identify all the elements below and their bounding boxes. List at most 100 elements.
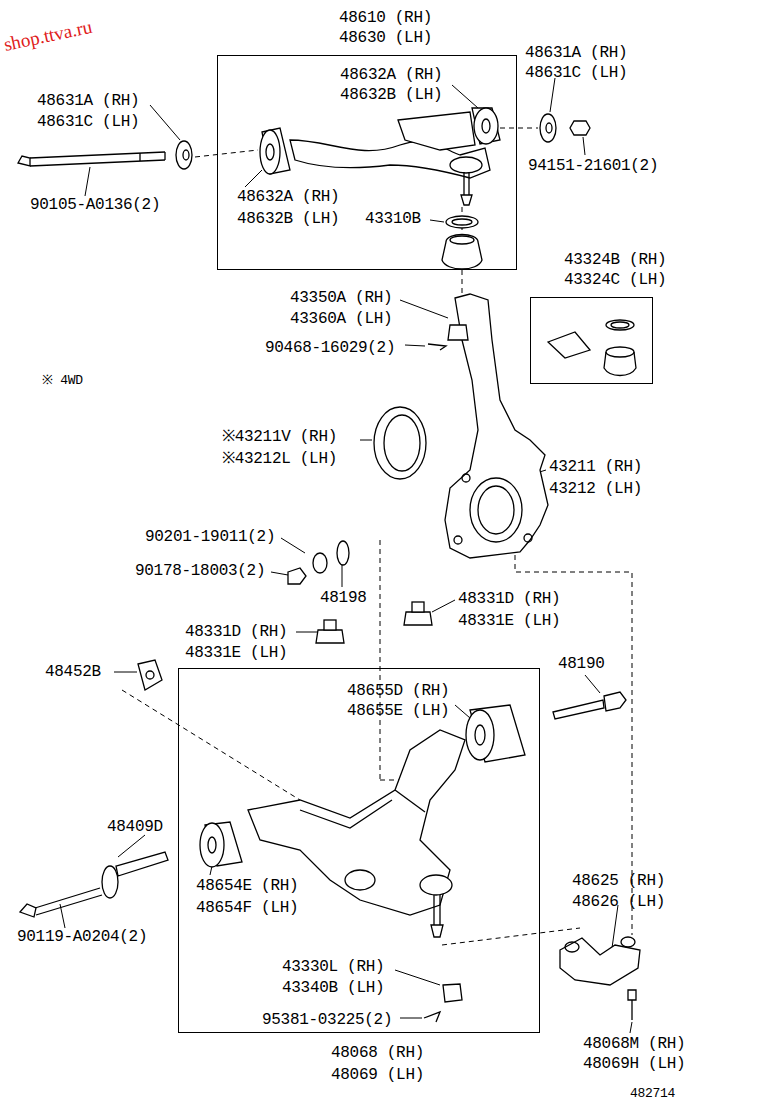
bushing bbox=[208, 837, 216, 853]
leader-line bbox=[430, 220, 444, 222]
upper-arm bbox=[463, 172, 464, 195]
assembly-number: 48630 (LH) bbox=[339, 29, 432, 47]
part-number: 90201-19011(2) bbox=[145, 528, 275, 546]
steering-knuckle bbox=[470, 478, 522, 542]
washer bbox=[176, 141, 192, 169]
steering-knuckle bbox=[445, 294, 548, 558]
part-number: 43340B (LH) bbox=[282, 979, 384, 997]
part-number: 48631C (LH) bbox=[525, 64, 627, 82]
leader-line bbox=[150, 105, 180, 140]
leader-line bbox=[583, 137, 585, 155]
dashed-line bbox=[380, 540, 381, 780]
bushing bbox=[260, 130, 280, 174]
leader-line bbox=[630, 1022, 632, 1033]
leader-line bbox=[395, 970, 440, 985]
part-number: 48631A (RH) bbox=[525, 44, 627, 62]
washer bbox=[183, 150, 189, 160]
repair-kit-group: 43324B (RH)43324C (LH) bbox=[530, 297, 653, 384]
part-number: 48631C (LH) bbox=[37, 113, 139, 131]
assembly-number: 48068 (RH) bbox=[331, 1044, 424, 1062]
upper-arm bbox=[461, 195, 472, 205]
castle-nut bbox=[448, 325, 468, 340]
castle-nut bbox=[443, 984, 462, 1002]
assembly-number: 43324C (LH) bbox=[564, 271, 666, 289]
part-number: 43212 (LH) bbox=[549, 480, 642, 498]
bushing bbox=[472, 108, 500, 144]
part-number: 48626 (LH) bbox=[572, 893, 665, 911]
knuckle-arm bbox=[560, 938, 640, 985]
part-number: 48068M (RH) bbox=[583, 1035, 685, 1053]
repair-kit bbox=[606, 347, 634, 357]
bushing bbox=[466, 710, 494, 760]
bolt bbox=[30, 152, 165, 158]
repair-kit bbox=[548, 320, 636, 376]
lower-arm bbox=[300, 800, 392, 828]
washer-nut bbox=[337, 541, 349, 565]
part-number: 48331E (LH) bbox=[185, 644, 287, 662]
bolt bbox=[553, 700, 604, 719]
upper-arm bbox=[468, 172, 469, 195]
bumper bbox=[324, 620, 336, 630]
lower-arm bbox=[439, 895, 440, 925]
dust-boot bbox=[450, 236, 474, 244]
dust-boot bbox=[452, 219, 472, 225]
part-number: 43350A (RH) bbox=[290, 289, 392, 307]
part-number: 48654F (LH) bbox=[196, 899, 298, 917]
leader-line bbox=[281, 538, 305, 553]
knuckle-arm bbox=[560, 937, 640, 1020]
assembly-number: 48069 (LH) bbox=[331, 1066, 424, 1084]
part-number: 90119-A0204(2) bbox=[17, 928, 147, 946]
lower-arm bbox=[345, 870, 375, 890]
leader-line bbox=[245, 170, 262, 187]
part-number: 48625 (RH) bbox=[572, 872, 665, 890]
oil-seal bbox=[384, 415, 420, 471]
nut bbox=[570, 121, 590, 135]
part-number: 95381-03225(2) bbox=[262, 1011, 392, 1029]
bumper bbox=[316, 602, 432, 643]
lower-arm-group: 48068 (RH)48069 (LH) bbox=[178, 668, 540, 1033]
lower-arm bbox=[433, 895, 434, 925]
dashed-line bbox=[195, 150, 258, 157]
leader-line bbox=[612, 905, 618, 948]
part-number: ※43212L (LH) bbox=[222, 450, 337, 468]
dust-boot bbox=[442, 235, 482, 270]
steering-knuckle bbox=[445, 294, 548, 558]
dust-boot bbox=[442, 216, 482, 269]
steering-knuckle bbox=[454, 536, 462, 544]
steering-knuckle bbox=[478, 486, 514, 534]
lower-arm bbox=[431, 925, 443, 937]
part-number: 48452B bbox=[45, 663, 101, 681]
figure-number: 482714 bbox=[630, 1085, 675, 1103]
bushing bbox=[266, 144, 274, 160]
repair-kit bbox=[606, 320, 634, 330]
bumper bbox=[404, 612, 432, 625]
bushing bbox=[200, 705, 525, 867]
assembly-number: 48610 (RH) bbox=[339, 9, 432, 27]
nut bbox=[570, 121, 590, 135]
repair-kit bbox=[604, 352, 636, 376]
part-number: 48655E (LH) bbox=[347, 702, 449, 720]
leader-line bbox=[400, 300, 448, 318]
steering-knuckle bbox=[462, 474, 470, 482]
leader-line bbox=[585, 675, 600, 693]
leader-line bbox=[360, 440, 372, 441]
leader-line bbox=[432, 600, 455, 612]
leader-line bbox=[271, 572, 288, 575]
part-number: 48190 bbox=[558, 655, 605, 673]
bolt bbox=[18, 152, 165, 166]
knuckle-arm bbox=[631, 1000, 632, 1020]
leader-line bbox=[114, 672, 137, 673]
oil-seal bbox=[374, 407, 426, 479]
dashed-line bbox=[442, 928, 580, 945]
cam-plate bbox=[138, 660, 162, 690]
leader-line bbox=[118, 835, 145, 857]
bolt bbox=[604, 692, 626, 711]
castle-nut bbox=[428, 344, 446, 350]
leader-line bbox=[452, 85, 478, 108]
washer-nut bbox=[313, 553, 327, 573]
cam-plate bbox=[138, 660, 162, 690]
bumper bbox=[412, 602, 424, 612]
part-number: 48331E (LH) bbox=[458, 612, 560, 630]
leader-line bbox=[550, 78, 555, 112]
bushing bbox=[475, 725, 485, 745]
